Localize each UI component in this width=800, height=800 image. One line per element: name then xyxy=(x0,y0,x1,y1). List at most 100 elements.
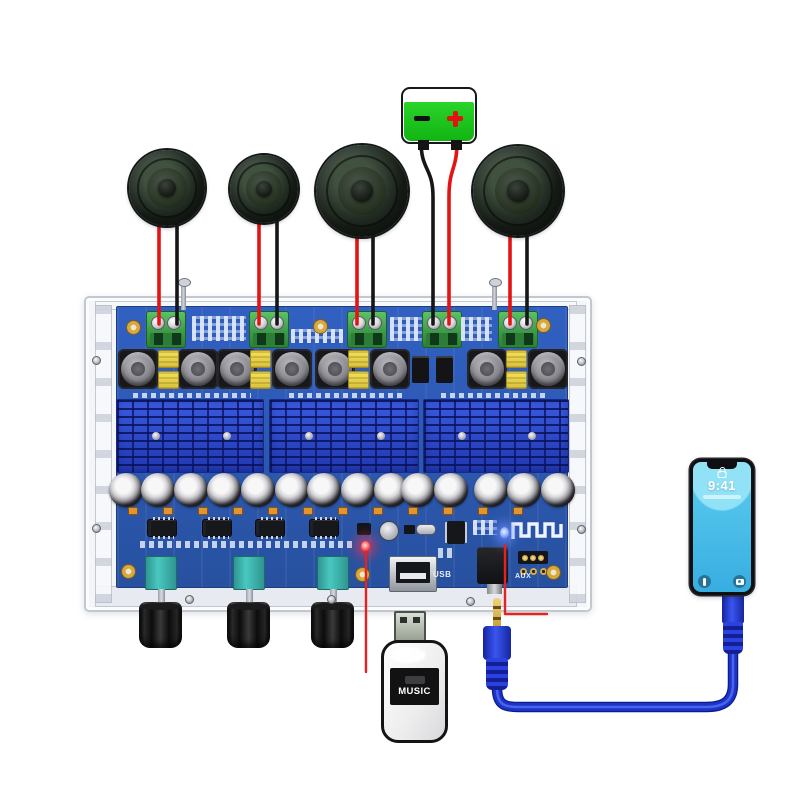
terminal-wire-slots xyxy=(150,333,182,345)
case-left-edge xyxy=(95,305,112,603)
blue-bluetooth-led xyxy=(500,527,509,539)
smd-capacitor xyxy=(198,507,208,515)
toroidal-inductor xyxy=(467,349,507,389)
film-capacitor xyxy=(506,371,527,389)
phone-screen xyxy=(693,462,751,592)
diode xyxy=(436,356,453,383)
usb-drive-logo xyxy=(404,676,425,684)
standoff-screw xyxy=(489,278,502,310)
flashlight-icon xyxy=(698,575,711,588)
speaker-dustcap xyxy=(350,179,374,203)
op-amp-chip xyxy=(256,517,284,539)
toroidal-inductor xyxy=(370,349,410,389)
battery-terminal-positive xyxy=(451,140,462,150)
terminal-block xyxy=(498,311,538,348)
inductor-toroid xyxy=(470,352,504,386)
electrolytic-capacitor xyxy=(141,473,175,507)
terminal-screw xyxy=(270,316,284,330)
smd-cluster xyxy=(473,520,497,535)
electrolytic-capacitor xyxy=(401,473,435,507)
silkscreen-strip xyxy=(441,393,545,398)
terminal-screw xyxy=(503,316,517,330)
heatsink-screw xyxy=(151,432,160,440)
aux-cable-highlight xyxy=(495,642,735,709)
speaker xyxy=(129,150,205,226)
heatsink-screw xyxy=(528,432,537,440)
potentiometer-shaft xyxy=(245,589,253,606)
inductor-toroid xyxy=(318,352,352,386)
toroidal-inductor xyxy=(178,349,218,389)
heatsink-screw xyxy=(377,432,385,440)
op-amp-chip xyxy=(310,517,338,539)
electrolytic-capacitor xyxy=(307,473,341,507)
speaker-dustcap xyxy=(157,178,177,198)
case-screw xyxy=(185,595,194,604)
film-capacitor xyxy=(348,371,369,389)
terminal-screw xyxy=(352,316,366,330)
speaker-dustcap xyxy=(507,180,529,202)
mounting-hole xyxy=(122,565,135,578)
terminal-block xyxy=(146,311,186,348)
film-capacitor-pair xyxy=(158,350,179,389)
film-capacitor xyxy=(348,350,369,368)
header-pin xyxy=(530,554,536,561)
case-screw xyxy=(327,595,336,604)
electrolytic-capacitor xyxy=(241,473,275,507)
aux-plug-right-grip xyxy=(723,622,743,654)
film-capacitor-pair xyxy=(250,350,271,389)
volume-knob xyxy=(139,602,182,648)
terminal-screw xyxy=(427,316,441,330)
heatsink-screw xyxy=(458,432,467,440)
film-capacitor xyxy=(250,350,271,368)
smd-capacitor xyxy=(408,507,418,515)
terminal-screw xyxy=(167,316,181,330)
red-status-led xyxy=(361,541,370,552)
case-screw xyxy=(577,357,586,366)
film-capacitor xyxy=(250,371,271,389)
smd-capacitor xyxy=(338,507,348,515)
transistor xyxy=(357,523,371,535)
case-screw xyxy=(92,524,101,533)
terminal-wire-slots xyxy=(426,333,458,345)
header-pin xyxy=(522,554,528,561)
speaker-dustcap xyxy=(255,180,273,198)
usb-port xyxy=(389,556,437,592)
smd-capacitor xyxy=(443,507,453,515)
mounting-hole xyxy=(127,321,140,334)
aux-cable-outline xyxy=(491,638,739,713)
solder-pad xyxy=(539,568,547,575)
aux-plug-left-grip xyxy=(486,658,508,690)
electrolytic-capacitor xyxy=(434,473,468,507)
electrolytic-capacitor xyxy=(207,473,241,507)
battery-plus-symbol-bar xyxy=(452,110,458,127)
electrolytic-capacitor xyxy=(541,473,575,507)
inductor-toroid xyxy=(220,352,254,386)
potentiometer xyxy=(145,556,177,590)
terminal-screw xyxy=(368,316,382,330)
bluetooth-antenna-icon xyxy=(511,522,563,539)
battery-body xyxy=(404,102,474,141)
smd-cluster xyxy=(192,316,246,341)
op-amp-chip xyxy=(148,517,176,539)
inductor-toroid xyxy=(531,352,565,386)
ssop-chip xyxy=(447,521,465,544)
usb-drive-label-text: MUSIC xyxy=(398,686,431,697)
silkscreen-strip xyxy=(438,548,454,558)
potentiometer xyxy=(233,556,265,590)
usb-silkscreen-label: USB xyxy=(433,570,452,579)
usb-drive-label: MUSIC xyxy=(390,668,439,705)
terminal-screw xyxy=(151,316,165,330)
speaker xyxy=(230,155,298,223)
volume-knob xyxy=(311,602,354,648)
film-capacitor xyxy=(158,350,179,368)
heatsink xyxy=(423,399,569,473)
lock-icon xyxy=(717,467,727,478)
aux-silkscreen-label: AUX xyxy=(515,573,532,580)
terminal-block xyxy=(347,311,387,348)
terminal-wire-slots xyxy=(253,333,285,345)
toroidal-inductor xyxy=(272,349,312,389)
battery-terminal-negative xyxy=(418,140,429,150)
smartphone: 9:41 xyxy=(690,459,754,595)
smd-capacitor xyxy=(163,507,173,515)
